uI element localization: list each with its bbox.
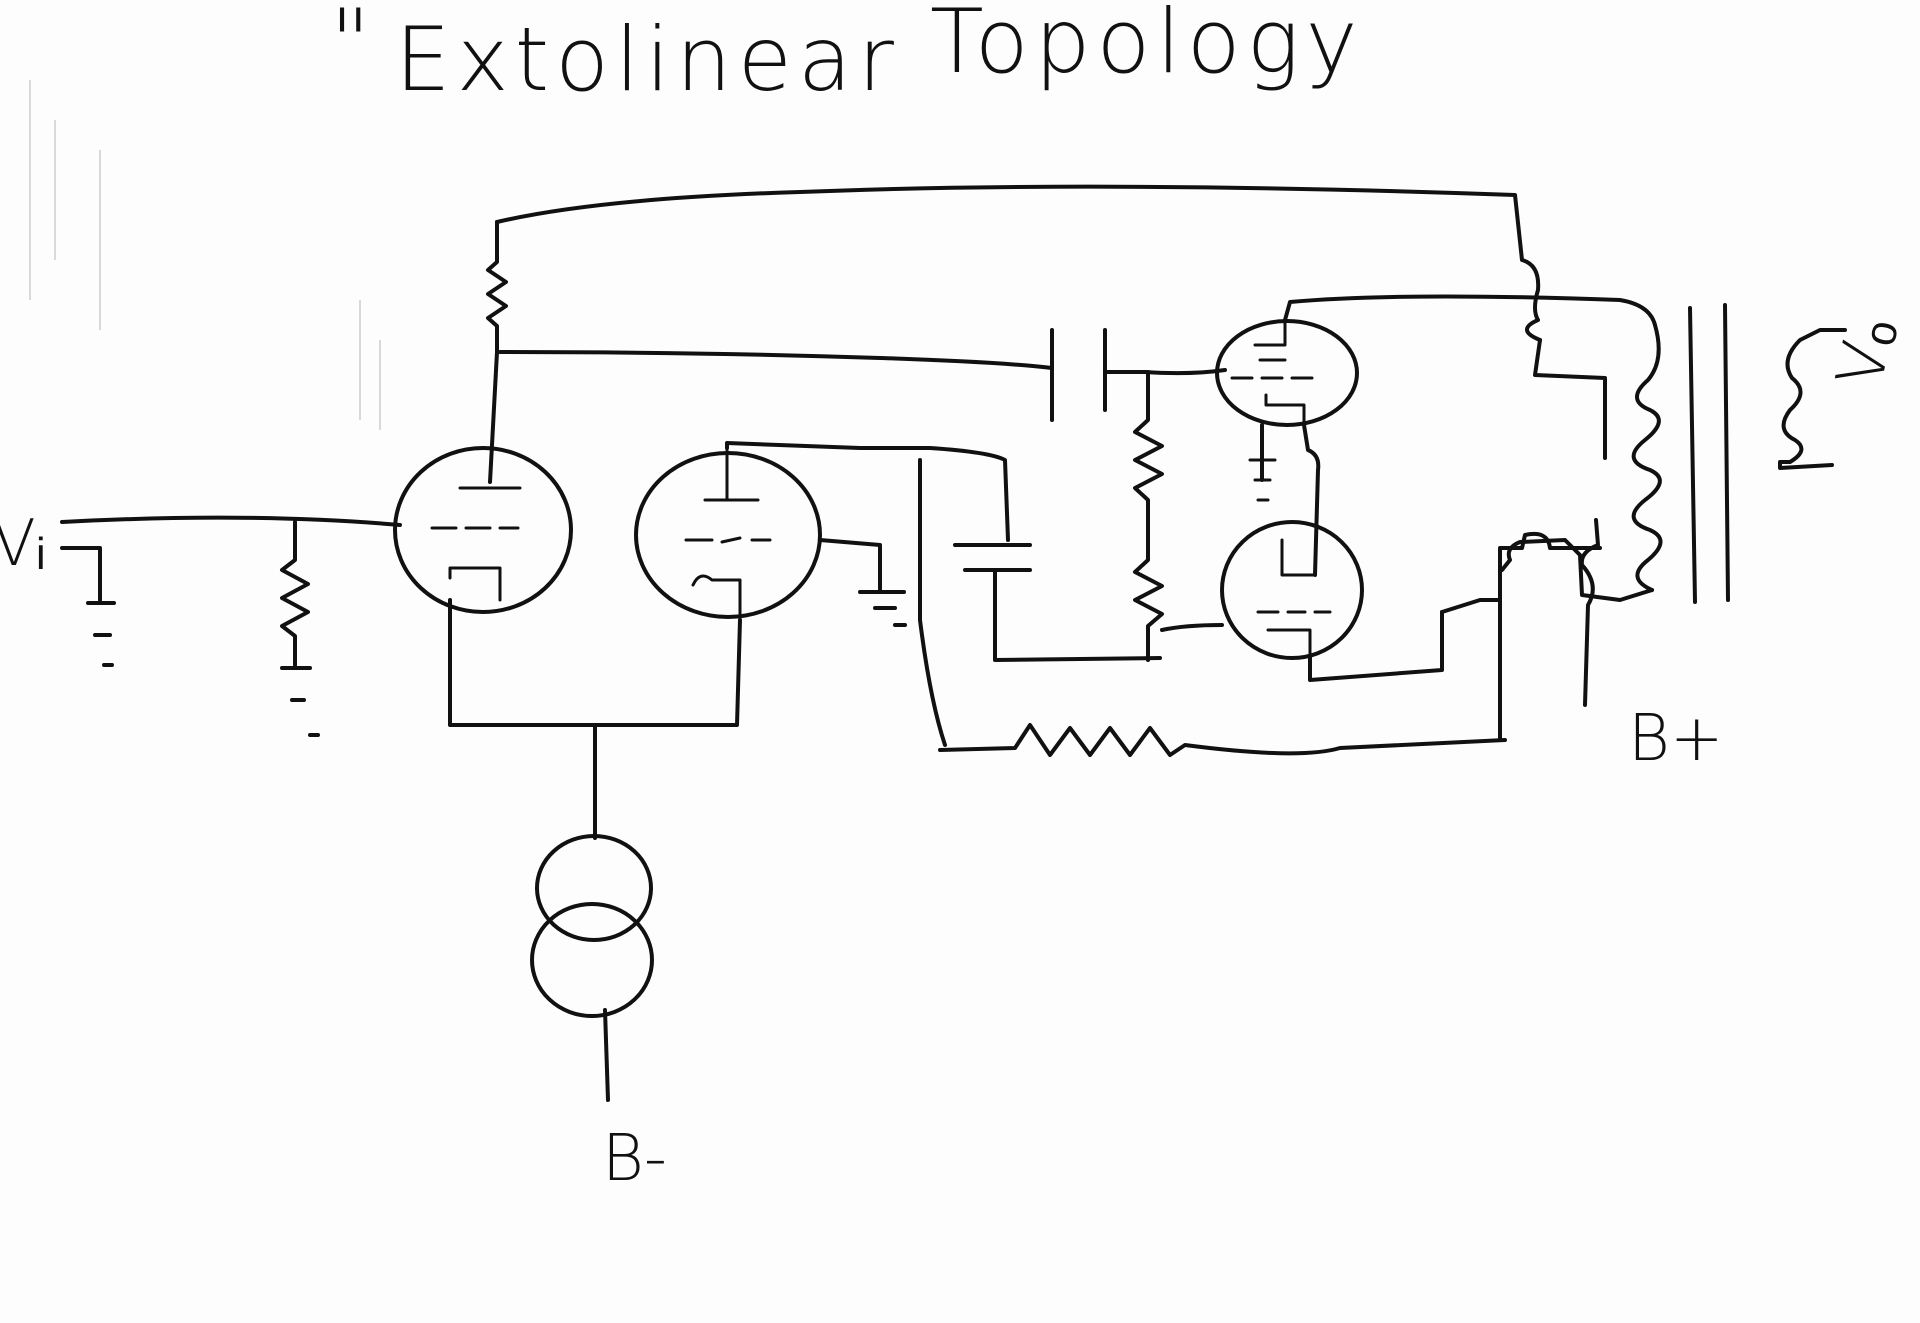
wire-lower-tube-cathode — [1308, 610, 1444, 682]
output-tube-upper — [1215, 318, 1359, 427]
output-tube-lower — [1220, 520, 1364, 667]
diff-tube-right — [634, 446, 822, 622]
grid-ground-icon — [280, 666, 320, 737]
title-name: Extolinear — [395, 8, 900, 111]
output-label: Vₒ — [1823, 311, 1910, 393]
wire-b-minus — [603, 1008, 610, 1102]
driver-capacitor — [953, 543, 1032, 572]
top-feedback-wire — [495, 184, 1542, 342]
wire-cap-to-upper-tube — [1103, 368, 1227, 376]
bottom-feedback-resistor — [938, 723, 1507, 757]
input-tube-left — [393, 446, 573, 614]
current-source-icon — [530, 834, 654, 1018]
title-word: Topology — [930, 0, 1364, 93]
driver-resistor — [1133, 370, 1164, 662]
wire-to-coupling-cap — [498, 350, 1054, 370]
scan-artifacts — [29, 80, 381, 430]
wire-driver-left — [918, 458, 947, 747]
b-minus-label: B- — [602, 1122, 667, 1196]
title-open-quote: " — [330, 0, 376, 93]
wire-lower-tube-grid — [1160, 623, 1224, 632]
output-transformer-primary — [1631, 323, 1663, 592]
wire-transformer-tap — [1533, 338, 1607, 460]
diff-grid-ground-icon — [818, 538, 907, 627]
wire-diff-plate — [725, 441, 1010, 542]
wire-left-plate — [488, 350, 499, 484]
input-wire — [60, 515, 402, 527]
output-transformer-secondary — [1778, 328, 1847, 470]
transformer-core — [1688, 303, 1730, 604]
wire-lower-plate-tap — [1498, 531, 1602, 602]
wire-transformer-bottom — [1500, 538, 1654, 602]
grid-resistor — [280, 520, 310, 667]
input-label: Vᵢ — [0, 507, 46, 581]
feedback-resistor — [486, 220, 508, 354]
wire-upper-tube-plate — [1283, 294, 1657, 327]
b-plus-label: B+ — [1628, 702, 1724, 776]
wire-lower-tube-plate — [1440, 598, 1502, 742]
wire-driver-lower — [993, 568, 1162, 662]
tail-wire — [448, 598, 742, 727]
coupling-capacitor — [1050, 328, 1107, 422]
input-ground-icon — [60, 546, 116, 667]
title-close-quote: " — [795, 0, 841, 51]
upper-tube-cathode-dashes — [1248, 458, 1277, 502]
wire-upper-to-lower-tube — [1302, 423, 1321, 577]
